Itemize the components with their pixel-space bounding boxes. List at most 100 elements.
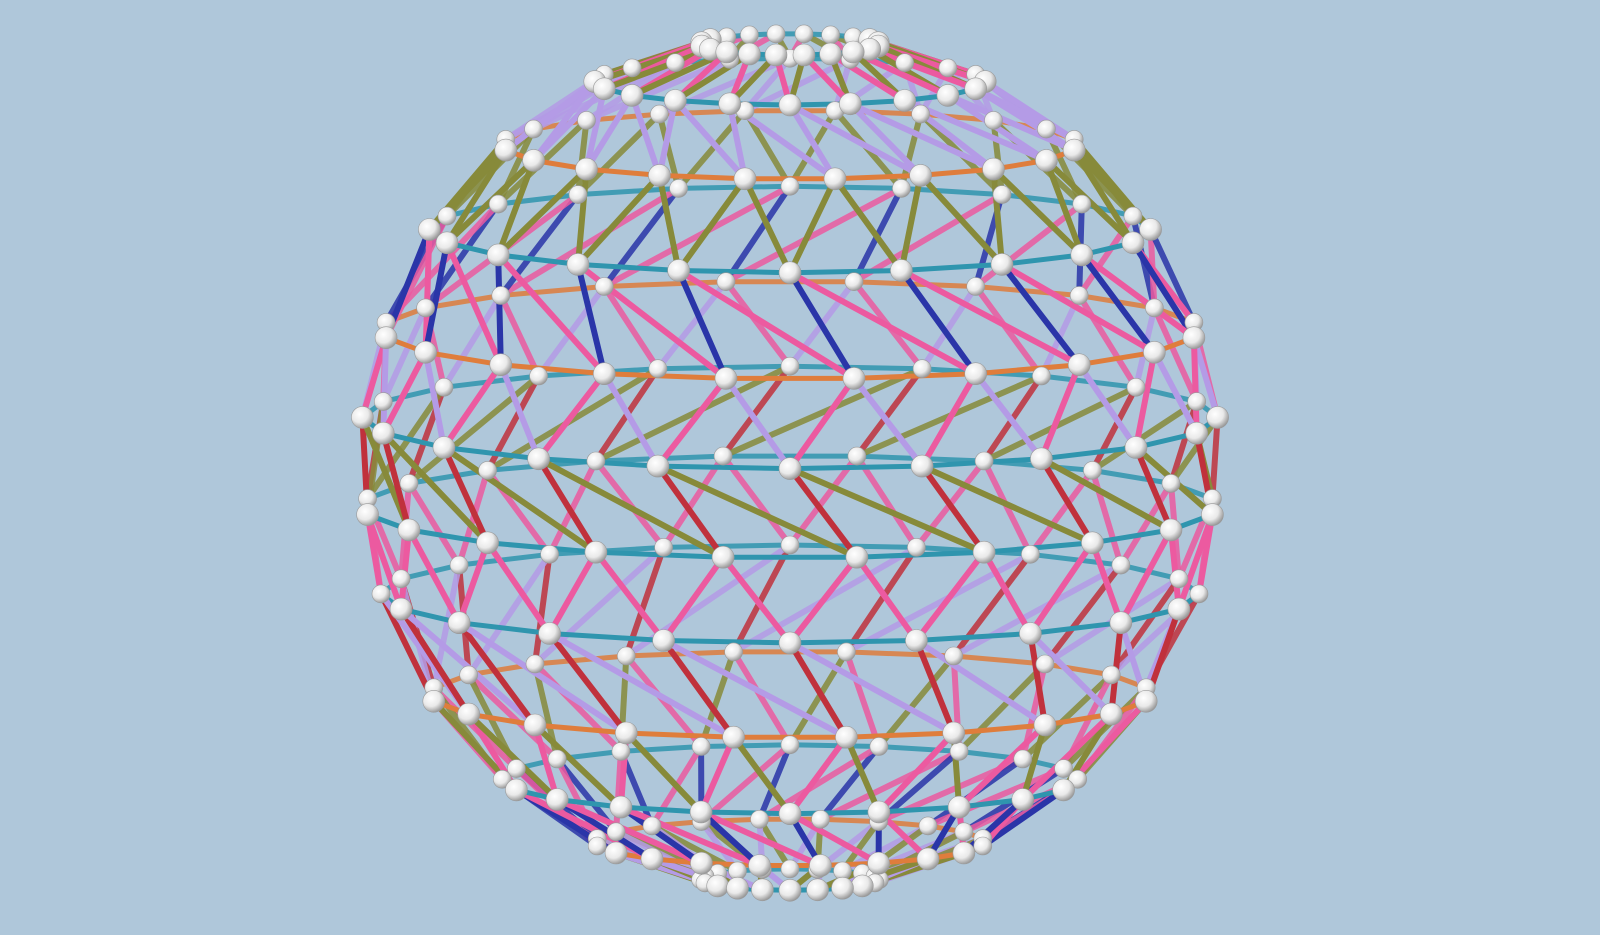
edge [535, 455, 727, 561]
edge [654, 375, 729, 470]
vertex-ball [750, 809, 769, 829]
vertex-ball [391, 569, 411, 589]
vertex-ball [905, 629, 928, 652]
edge [730, 648, 793, 748]
edge [406, 467, 491, 486]
edge [1089, 527, 1174, 546]
edge [787, 639, 957, 736]
edge [498, 284, 607, 298]
edge [787, 269, 857, 382]
vertex-ball [1013, 749, 1033, 769]
edge [1078, 251, 1197, 341]
vertex-ball [909, 164, 932, 187]
vertex-ball [575, 157, 598, 181]
edge [380, 304, 429, 405]
vertex-ball [726, 876, 749, 900]
edge [535, 455, 599, 556]
edge [698, 742, 793, 749]
vertex-ball [972, 540, 996, 564]
vertex-ball [916, 847, 940, 871]
vertex-ball [838, 92, 862, 116]
edge [465, 711, 561, 803]
edge [843, 648, 882, 750]
vertex-ball [964, 77, 988, 101]
vertex-ball [418, 218, 441, 241]
vertex-ball [1068, 769, 1087, 789]
vertex-ball [609, 795, 633, 819]
edge [919, 283, 979, 372]
edge [623, 649, 737, 659]
edge [817, 748, 963, 823]
edge [898, 172, 924, 274]
edge [1078, 251, 1158, 356]
edge [497, 292, 542, 379]
edge [999, 261, 1158, 356]
edge [951, 722, 1048, 736]
edge [656, 172, 682, 274]
edge [456, 551, 553, 568]
edge [1089, 539, 1124, 626]
vertex-ball [665, 53, 685, 73]
edge [851, 191, 1005, 285]
vertex-ball [606, 822, 626, 842]
edge [1027, 620, 1124, 636]
edge [913, 549, 988, 644]
vertex-ball [1123, 206, 1143, 226]
vertex-ball [1161, 474, 1181, 493]
vertex-ball [1185, 421, 1208, 445]
edge [1168, 414, 1221, 487]
vertex-ball [949, 742, 969, 761]
edge [655, 463, 793, 472]
vertex-ball [505, 778, 528, 802]
vertex-ball [1083, 461, 1102, 480]
vertex-ball [1187, 392, 1206, 411]
edge [999, 261, 1083, 368]
edge [1038, 361, 1083, 462]
edge [406, 527, 491, 546]
vertex-ball [1072, 194, 1092, 214]
edge [618, 804, 704, 815]
vertex-ball [1011, 788, 1035, 811]
vertex-ball [780, 177, 800, 196]
edge [398, 606, 472, 718]
edge [730, 734, 793, 817]
edge [817, 743, 882, 823]
vertex-ball [432, 436, 456, 459]
edge [787, 810, 882, 867]
edge [583, 92, 636, 173]
vertex-ball [648, 359, 668, 379]
vertex-ball [823, 167, 847, 191]
vertex-ball [614, 721, 638, 745]
edge [535, 283, 608, 379]
edge [380, 430, 412, 533]
edge [918, 166, 996, 178]
vertex-ball [374, 326, 398, 350]
vertex-ball [714, 367, 738, 390]
vertex-ball [966, 277, 986, 296]
vertex-ball [1019, 622, 1042, 645]
edge [853, 453, 920, 551]
edge [398, 526, 412, 613]
vertex-ball [389, 597, 413, 621]
vertex-ball [954, 822, 974, 842]
vertex-ball [507, 759, 526, 778]
edge [497, 191, 581, 299]
edge [787, 734, 850, 817]
edge [950, 562, 1124, 659]
edge [843, 551, 1034, 655]
edge [866, 46, 979, 92]
vertex-ball [620, 84, 644, 107]
vertex-ball [667, 259, 690, 282]
vertex-ball [538, 622, 561, 645]
edge [787, 542, 919, 550]
vertex-ball [867, 851, 890, 875]
vertex-ball [491, 286, 511, 305]
edge [913, 637, 1048, 728]
edge [972, 370, 1045, 462]
vertex-ball [867, 800, 891, 824]
edge [951, 653, 1048, 667]
edge [720, 363, 793, 460]
vertex-ball [778, 457, 802, 480]
vertex-ball [706, 874, 730, 898]
